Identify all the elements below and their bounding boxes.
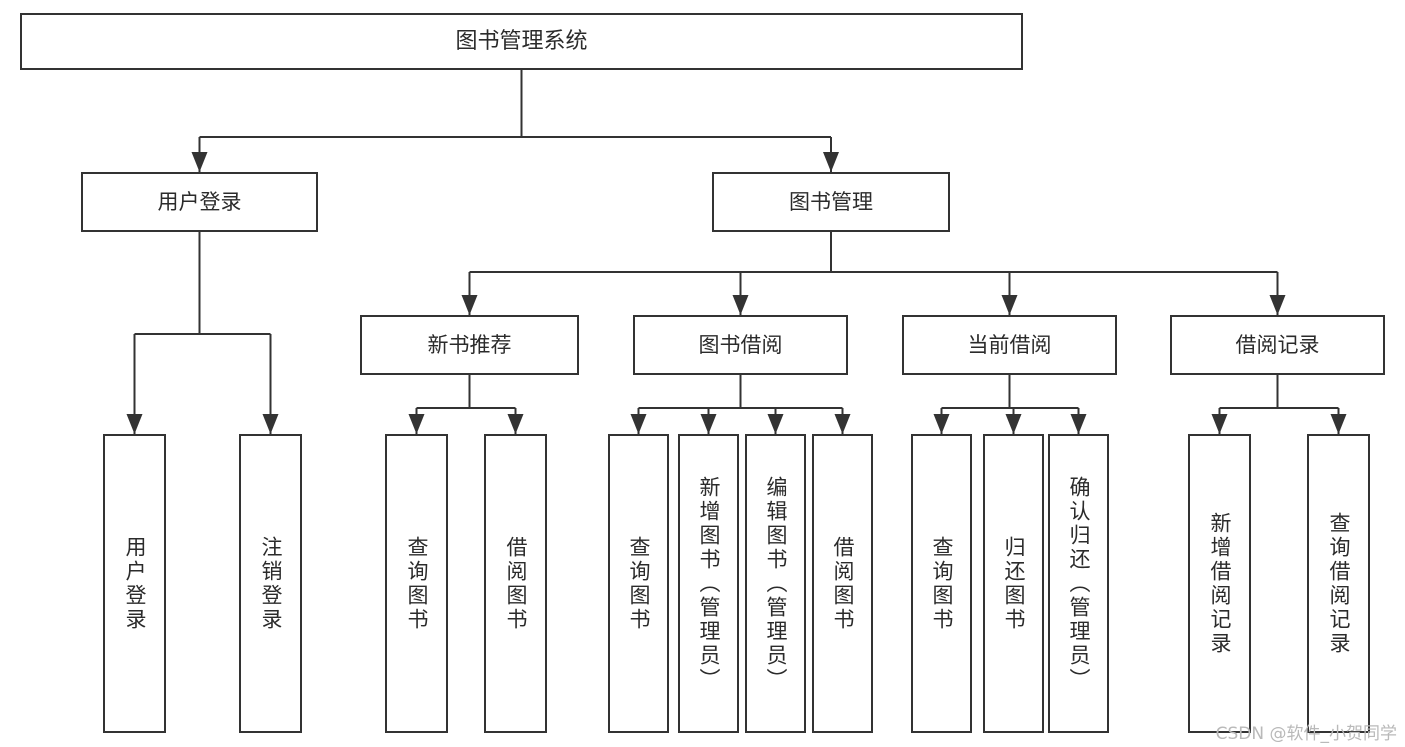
node-label: 查询借阅记录 bbox=[1327, 511, 1351, 656]
arrowhead-icon bbox=[262, 414, 279, 434]
arrowhead-icon bbox=[408, 414, 425, 434]
node-label: 当前借阅 bbox=[967, 332, 1052, 357]
node-leaf-new-2[interactable]: 借阅图书 bbox=[484, 434, 547, 733]
node-label: 图书借阅 bbox=[698, 332, 783, 357]
node-label: 注销登录 bbox=[259, 535, 283, 632]
node-label: 借阅图书 bbox=[831, 535, 855, 632]
arrowhead-icon bbox=[126, 414, 143, 434]
arrowhead-icon bbox=[1211, 414, 1228, 434]
node-label: 确认归还（管理员） bbox=[1067, 475, 1091, 692]
arrowhead-icon bbox=[507, 414, 524, 434]
node-leaf-login-1[interactable]: 用户登录 bbox=[103, 434, 166, 733]
node-borrow[interactable]: 图书借阅 bbox=[633, 315, 848, 375]
node-leaf-rec-2[interactable]: 查询借阅记录 bbox=[1307, 434, 1370, 733]
node-label: 图书管理 bbox=[789, 189, 873, 214]
node-label: 用户登录 bbox=[123, 535, 147, 632]
node-leaf-bor-4[interactable]: 借阅图书 bbox=[812, 434, 873, 733]
node-leaf-cur-2[interactable]: 归还图书 bbox=[983, 434, 1044, 733]
node-label: 查询图书 bbox=[405, 535, 429, 632]
watermark-text: CSDN @软件_小贺同学 bbox=[1215, 724, 1397, 744]
node-label: 借阅图书 bbox=[504, 535, 528, 632]
node-login[interactable]: 用户登录 bbox=[81, 172, 318, 232]
arrowhead-icon bbox=[933, 414, 950, 434]
node-label: 查询图书 bbox=[930, 535, 954, 632]
node-label: 图书管理系统 bbox=[455, 28, 588, 54]
node-leaf-new-1[interactable]: 查询图书 bbox=[385, 434, 448, 733]
node-root[interactable]: 图书管理系统 bbox=[20, 13, 1023, 70]
arrowhead-icon bbox=[630, 414, 647, 434]
node-leaf-bor-3[interactable]: 编辑图书（管理员） bbox=[745, 434, 806, 733]
arrowhead-icon bbox=[767, 414, 784, 434]
node-leaf-cur-1[interactable]: 查询图书 bbox=[911, 434, 972, 733]
node-leaf-login-2[interactable]: 注销登录 bbox=[239, 434, 302, 733]
arrowhead-icon bbox=[1001, 295, 1018, 315]
node-leaf-cur-3[interactable]: 确认归还（管理员） bbox=[1048, 434, 1109, 733]
arrowhead-icon bbox=[1005, 414, 1022, 434]
node-leaf-bor-2[interactable]: 新增图书（管理员） bbox=[678, 434, 739, 733]
node-label: 借阅记录 bbox=[1235, 332, 1320, 357]
arrowhead-icon bbox=[834, 414, 851, 434]
node-leaf-bor-1[interactable]: 查询图书 bbox=[608, 434, 669, 733]
arrowhead-icon bbox=[1330, 414, 1347, 434]
node-records[interactable]: 借阅记录 bbox=[1170, 315, 1385, 375]
arrowhead-icon bbox=[461, 295, 478, 315]
node-current[interactable]: 当前借阅 bbox=[902, 315, 1117, 375]
arrowhead-icon bbox=[732, 295, 749, 315]
node-label: 归还图书 bbox=[1002, 535, 1026, 632]
arrowhead-icon bbox=[191, 152, 208, 172]
node-label: 编辑图书（管理员） bbox=[764, 475, 788, 692]
arrowhead-icon bbox=[700, 414, 717, 434]
node-label: 新增图书（管理员） bbox=[697, 475, 721, 692]
arrowhead-icon bbox=[1070, 414, 1087, 434]
node-label: 新书推荐 bbox=[427, 332, 512, 357]
node-bookmgmt[interactable]: 图书管理 bbox=[712, 172, 950, 232]
node-label: 新增借阅记录 bbox=[1208, 511, 1232, 656]
node-newbook[interactable]: 新书推荐 bbox=[360, 315, 579, 375]
node-label: 用户登录 bbox=[157, 189, 242, 214]
arrowhead-icon bbox=[1269, 295, 1286, 315]
node-leaf-rec-1[interactable]: 新增借阅记录 bbox=[1188, 434, 1251, 733]
node-label: 查询图书 bbox=[627, 535, 651, 632]
arrowhead-icon bbox=[823, 152, 839, 172]
